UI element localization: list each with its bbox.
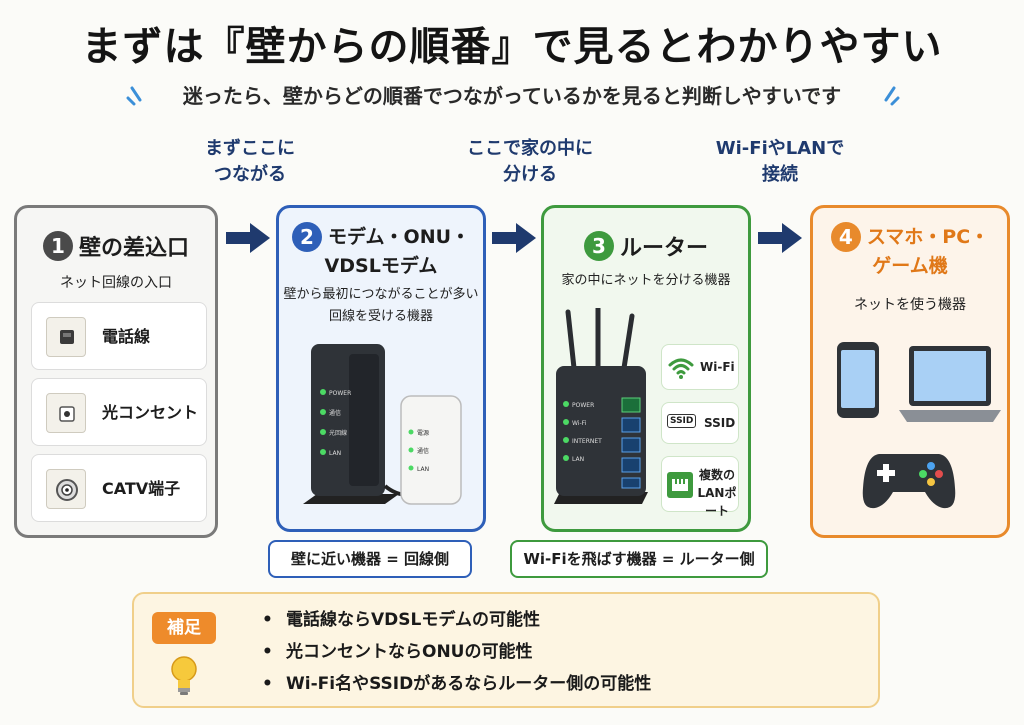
- arrow-right-icon: [492, 223, 536, 253]
- step-number-badge: 2: [291, 222, 322, 252]
- step-description: ネット回線の入口: [60, 275, 172, 291]
- phone-jack-icon: [46, 317, 86, 357]
- arrow-right-icon: [758, 223, 802, 253]
- page-title: まずは『壁からの順番』で見るとわかりやすい: [81, 24, 943, 70]
- step-title: ルーター: [619, 236, 708, 261]
- supplement-note: 補足 電話線ならVDSLモデムの可能性 光コンセントならONUの可能性 Wi-F…: [132, 592, 880, 708]
- lead-caption-2: ここで家の中に 分ける: [467, 138, 593, 185]
- note-item: 電話線ならVDSLモデムの可能性: [262, 604, 651, 636]
- smartphone-icon: [837, 342, 879, 418]
- note-list: 電話線ならVDSLモデムの可能性 光コンセントならONUの可能性 Wi-Fi名や…: [262, 604, 651, 700]
- wifi-icon: [668, 358, 694, 379]
- modem-side-tag: 壁に近い機器 = 回線側: [268, 540, 472, 578]
- router-icon: POWER Wi-Fi INTERNET LAN: [554, 308, 648, 504]
- led-label: LAN: [329, 450, 341, 457]
- step-description: ネットを使う機器: [854, 297, 966, 313]
- led-label: LAN: [572, 456, 584, 463]
- router-side-tag: Wi-Fiを飛ばす機器 = ルーター側: [510, 540, 768, 578]
- step-number-badge: 3: [583, 231, 614, 261]
- lead-caption-3: Wi-FiやLANで 接続: [715, 138, 845, 185]
- lightbulb-icon: [171, 656, 197, 695]
- fiber-outlet-icon: [46, 393, 86, 433]
- arrow-right-icon: [226, 223, 270, 253]
- step-title: ゲーム機: [872, 255, 948, 277]
- step-description: 壁から最初につながることが多い 回線を受ける機器: [283, 287, 479, 324]
- led-label: INTERNET: [572, 438, 602, 445]
- note-item: Wi-Fi名やSSIDがあるならルーター側の可能性: [262, 668, 651, 700]
- feature-label: Wi-Fi: [700, 360, 735, 374]
- port-phone-line: 電話線: [31, 302, 207, 370]
- step-title: VDSLモデム: [324, 255, 438, 277]
- led-label: POWER: [572, 402, 594, 409]
- feature-ssid: SSID SSID: [661, 402, 739, 444]
- port-catv: CATV端子: [31, 454, 207, 522]
- step-description: 家の中にネットを分ける機器: [561, 273, 731, 288]
- led-label: 電源: [417, 429, 429, 437]
- modem-onu-icon: POWER 通信 光回線 LAN 電源 通信 LAN: [303, 344, 462, 505]
- led-label: 通信: [329, 409, 341, 417]
- port-label: CATV端子: [102, 479, 181, 498]
- game-controller-icon: [862, 454, 956, 509]
- lan-port-icon: [667, 472, 693, 498]
- feature-label: SSID: [704, 416, 736, 430]
- note-badge: 補足: [152, 612, 216, 644]
- lead-caption-1: まずここに つながる: [205, 138, 295, 185]
- led-label: Wi-Fi: [572, 420, 587, 427]
- port-fiber-outlet: 光コンセント: [31, 378, 207, 446]
- note-item: 光コンセントならONUの可能性: [262, 636, 651, 668]
- port-label: 電話線: [102, 327, 151, 346]
- feature-wifi: Wi-Fi: [661, 344, 739, 390]
- led-label: 光回線: [329, 429, 347, 437]
- ssid-icon: SSID: [667, 414, 697, 428]
- feature-label: 複数の LANポート: [697, 468, 737, 518]
- feature-lan-ports: 複数の LANポート: [661, 456, 739, 518]
- port-label: 光コンセント: [102, 403, 199, 422]
- led-label: POWER: [329, 390, 351, 397]
- accent-dash-left-icon: [126, 86, 142, 106]
- coaxial-port-icon: [46, 469, 86, 509]
- step-title: 壁の差込口: [78, 236, 189, 261]
- step-number-badge: 1: [42, 231, 73, 261]
- step-number-badge: 4: [830, 222, 861, 252]
- page-subtitle: 迷ったら、壁からどの順番でつながっているかを見ると判断しやすいです: [182, 84, 842, 108]
- laptop-icon: [899, 346, 1001, 422]
- accent-dash-right-icon: [884, 86, 900, 106]
- led-label: LAN: [417, 466, 429, 473]
- led-label: 通信: [417, 447, 429, 455]
